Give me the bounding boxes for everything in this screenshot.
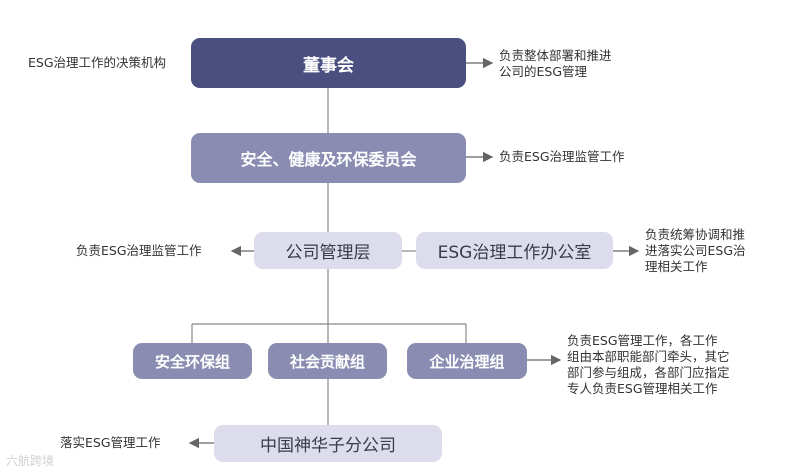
board-left-note: ESG治理工作的决策机构 [28,55,167,70]
board-box: 董事会 [191,38,466,88]
management-box: 公司管理层 [254,232,402,269]
committee-box: 安全、健康及环保委员会 [191,133,466,183]
esg-office-box: ESG治理工作办公室 [416,232,613,269]
board-right-note: 负责整体部署和推进 公司的ESG管理 [499,48,612,79]
group-governance-box: 企业治理组 [407,343,527,379]
groups-right-note: 负责ESG管理工作，各工作 组由本部职能部门牵头，其它 部门参与组成，各部门应指… [567,333,730,396]
group-safety-box: 安全环保组 [133,343,252,379]
office-right-note: 负责统筹协调和推 进落实公司ESG治 理相关工作 [645,227,746,274]
watermark-logo: 六航跨境 [6,454,55,468]
subsidiary-left-note: 落实ESG管理工作 [60,435,161,450]
subsidiary-box: 中国神华子分公司 [214,425,442,462]
management-left-note: 负责ESG治理监管工作 [76,243,202,258]
committee-right-note: 负责ESG治理监管工作 [499,149,625,164]
group-social-box: 社会贡献组 [268,343,387,379]
